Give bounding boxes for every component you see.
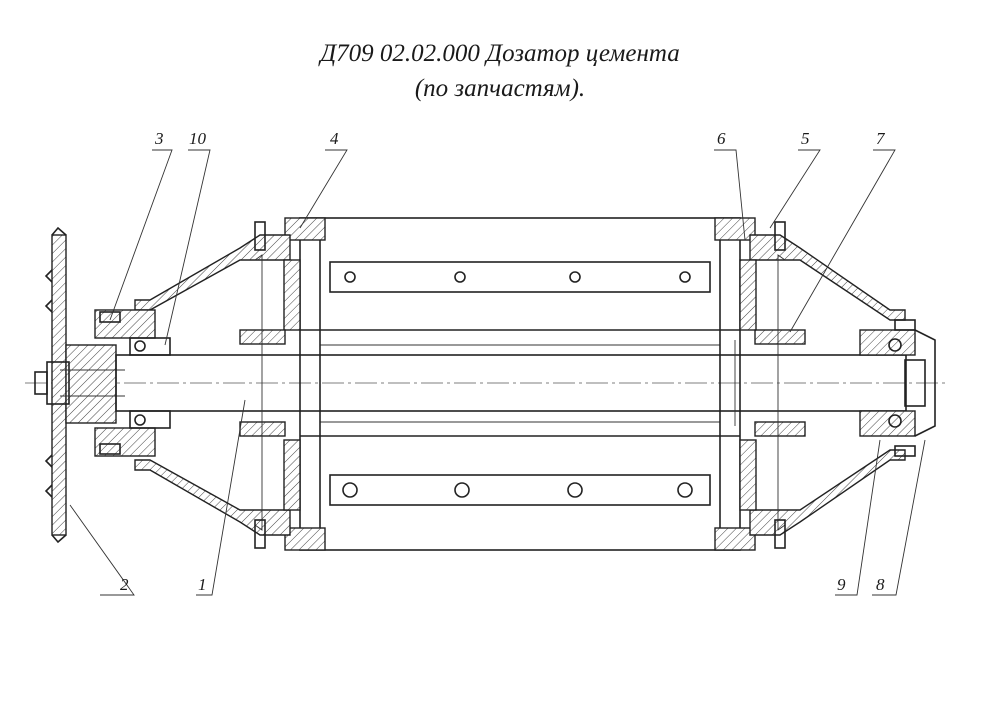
part-label-10: 10 [189, 129, 207, 148]
rotor-bolts [342, 271, 693, 498]
flange-bolts [99, 221, 916, 549]
part-label-9: 9 [837, 575, 846, 594]
part-label-6: 6 [717, 129, 726, 148]
part-label-5: 5 [801, 129, 810, 148]
rotor-drum [284, 217, 756, 551]
part-label-7: 7 [876, 129, 886, 148]
part-label-4: 4 [330, 129, 339, 148]
left-housing [94, 234, 301, 536]
drawing-subtitle: (по запчастям). [414, 75, 586, 102]
part-label-3: 3 [154, 129, 164, 148]
part-label-2: 2 [120, 575, 129, 594]
part-label-1: 1 [198, 575, 207, 594]
part-label-8: 8 [876, 575, 885, 594]
sprocket [34, 226, 125, 544]
drawing-title: Д709 02.02.000 Дозатор цемента [320, 40, 680, 67]
leader-lines [69, 149, 926, 596]
right-housing [739, 234, 936, 536]
